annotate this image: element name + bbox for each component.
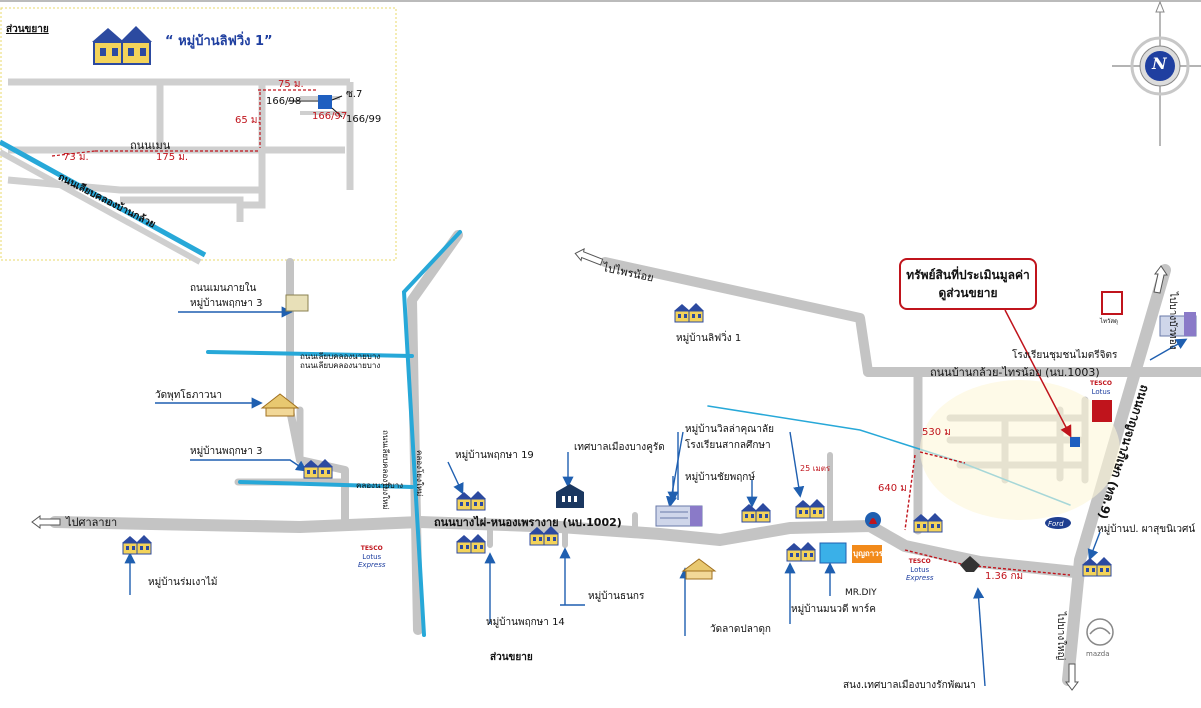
khlong-vertical-label: คลองโยงใหม่ (415, 450, 424, 497)
bunthavorn-label: บุญถาวร (853, 549, 884, 558)
label-main-road-inner: ถนนเมนภายใน (190, 283, 257, 294)
inset-panel (0, 0, 1201, 265)
label-bottom-section: ส่วนขยาย (490, 652, 533, 663)
lotus-label-2: Lotus (910, 566, 930, 574)
gas-station-icon (865, 512, 881, 528)
tesco-label-3: TESCO (1090, 380, 1113, 387)
label-pruksa3-top: หมู่บ้านพฤกษา 3 (190, 298, 263, 309)
lotus-label-3: Lotus (1091, 388, 1111, 396)
label-dist-640: 640 ม (878, 483, 907, 494)
bunthavorn-icon (852, 545, 882, 563)
road-ban-kluai-label: ถนนบ้านกล้วย-ไทรน้อย (นบ.1003) (930, 366, 1100, 379)
label-municipality: เทศบาลเมืองบางคูรัด (574, 442, 665, 453)
pointer-lines (124, 306, 1188, 687)
temple-icons (260, 294, 717, 580)
school-icon (655, 505, 703, 527)
road-main-label: ถนนบางไผ่-หนองเพรางาย (นบ.1002) (434, 516, 622, 529)
label-pruksa19: หมู่บ้านพฤกษา 19 (455, 450, 534, 461)
ford-label: Ford (1048, 520, 1064, 528)
label-school-chumchon: โรงเรียนชุมชนไมตรีจิตร (1012, 350, 1118, 361)
label-school-sakon: โรงเรียนสากลศึกษา (685, 440, 771, 451)
property-area (920, 380, 1120, 520)
tesco-label: TESCO (360, 545, 383, 552)
inset-plot-main: 166/97 (312, 111, 348, 122)
inset-road-main: ถนนเมน (130, 139, 171, 152)
express-label-2: Express (906, 574, 934, 582)
direction-north-label: ไปบางบัวทอง (1167, 292, 1178, 350)
express-label: Express (358, 561, 386, 569)
label-manawadee: หมู่บ้านมนวดี พาร์ค (791, 604, 876, 615)
compass-north: N (1152, 54, 1167, 73)
label-wat-talad: วัดลาดปลาดุก (710, 624, 771, 635)
canal-road-label-1: ถนนเลียบคลองนายบาง (300, 352, 381, 361)
direction-salaya: ไปศาลายา (66, 516, 118, 529)
mazda-icon (1086, 618, 1114, 646)
tesco-label-2: TESCO (908, 558, 931, 565)
label-thanakorn: หมู่บ้านธนกร (588, 591, 645, 602)
direction-south-label: ไปบางใหญ่ (1055, 612, 1066, 661)
label-pruksa14: หมู่บ้านพฤกษา 14 (486, 617, 565, 628)
inset-section-label: ส่วนขยาย (6, 24, 49, 35)
callout-line1: ทรัพย์สินที่ประเมินมูลค่า (906, 268, 1030, 282)
label-chaipruek: หมู่บ้านชัยพฤกษ์ (685, 472, 755, 483)
canal-road-vertical-label: ถนนเลียบคลองโยงใหม่ (381, 430, 390, 510)
label-mrdiy: MR.DIY (845, 588, 877, 598)
label-pruksa3: หมู่บ้านพฤกษา 3 (190, 446, 263, 457)
lotus-red-icon (1092, 400, 1112, 422)
lotus-label: Lotus (362, 553, 382, 561)
inset-soi: ซ.7 (346, 89, 363, 100)
inset-dim-75: 75 ม. (278, 79, 304, 90)
label-living1: หมู่บ้านลิฟวิ่ง 1 (676, 333, 742, 344)
inset-plot-marker (318, 95, 332, 109)
tesco-express-right: TESCO Lotus Express (906, 558, 934, 582)
garuda-icon (960, 556, 980, 572)
label-dist-530: 530 ม (922, 427, 951, 438)
mazda-label: mazda (1086, 650, 1110, 658)
municipality-icon (556, 484, 584, 508)
mrdiy-icon (819, 542, 847, 564)
label-pakon-suk: หมู่บ้านป. ผาสุขนิเวศน์ (1097, 524, 1196, 535)
tesco-lotus-ban-kluai: TESCO Lotus (1090, 380, 1112, 396)
khlong-label: คลองนายบาง (356, 481, 404, 490)
label-health-center: สนง.เทศบาลเมืองบางรักพัฒนา (843, 680, 976, 691)
thaiwatsadu-icon (1101, 291, 1123, 315)
ford-icon (1045, 517, 1071, 529)
thaiwatsadu-label: ไทวัสดุ (1100, 318, 1118, 325)
property-marker (1070, 437, 1080, 447)
inset-title: “ หมู่บ้านลิฟวิ่ง 1” (165, 34, 273, 49)
label-dist-25: 25 เมตร (800, 464, 831, 473)
compass (1112, 0, 1201, 146)
label-rom-ngao: หมู่บ้านร่มเงาไม้ (148, 577, 218, 588)
label-villa: หมู่บ้านวิลล่าคุณาลัย (685, 424, 775, 435)
canal-road-label-2: ถนนเลียบคลองนายบาง (300, 361, 381, 370)
inset-plot-right: 166/99 (346, 114, 382, 125)
inset-dim-73: 73 ม. (63, 152, 89, 163)
tesco-express-left: TESCO Lotus Express (358, 545, 386, 569)
inset-plot-left: 166/98 (266, 96, 302, 107)
inset-dim-65: 65 ม. (235, 115, 261, 126)
label-dist-136: 1.36 กม (985, 571, 1024, 582)
callout-line2: ดูส่วนขยาย (938, 286, 998, 300)
inset-dim-175: 175 ม. (156, 152, 189, 163)
school-right-icon (1159, 312, 1197, 337)
property-callout: ทรัพย์สินที่ประเมินมูลค่า ดูส่วนขยาย (899, 258, 1037, 310)
label-wat-phuttho: วัดพุทโธภาวนา (155, 390, 223, 401)
direction-arrows (31, 247, 1168, 691)
